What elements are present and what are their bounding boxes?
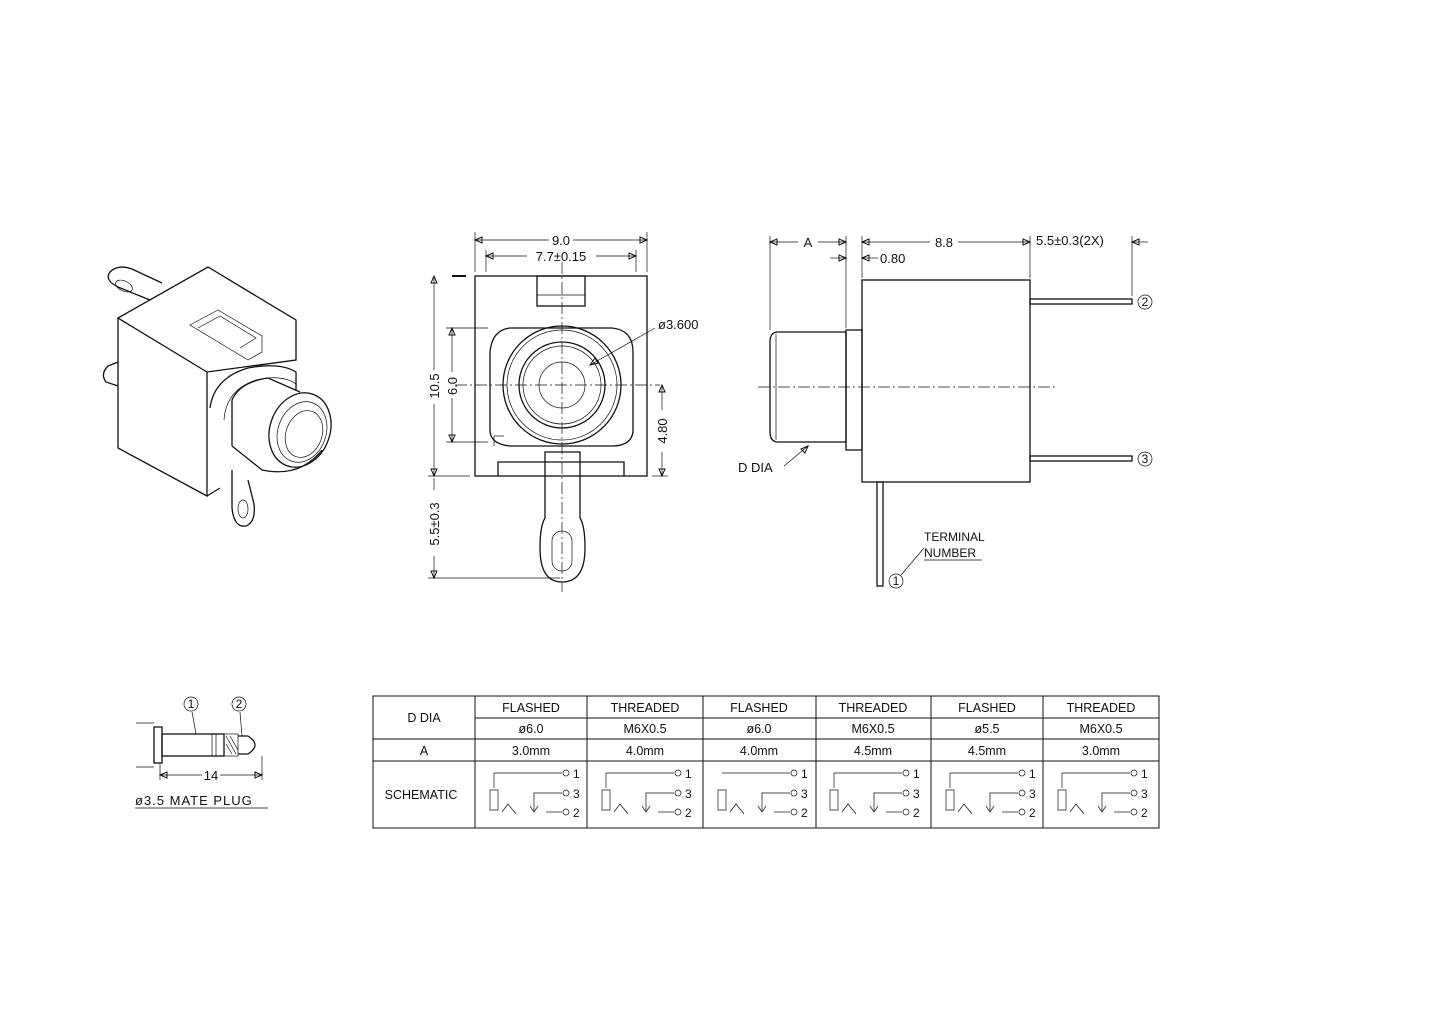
col-3-pin-3: 3: [801, 787, 808, 801]
schematic-col-4: 1 3 2: [829, 767, 920, 820]
schematic-col-5: 1 3 2: [945, 767, 1036, 820]
col-4-finish: THREADED: [839, 701, 908, 715]
d-dia-label: D DIA: [738, 460, 773, 475]
number-label: NUMBER: [924, 546, 976, 560]
height-total-dim: 10.5: [427, 373, 442, 398]
plug-pin-1: 1: [188, 697, 195, 711]
col-5-pin-3: 3: [1029, 787, 1036, 801]
col-4-a: 4.5mm: [854, 744, 892, 758]
col-6-pin-3: 3: [1141, 787, 1148, 801]
col-5-pin-1: 1: [1029, 767, 1036, 781]
col-6-pin-2: 2: [1141, 806, 1148, 820]
col-2-pin-1: 1: [685, 767, 692, 781]
row-label-a: A: [420, 744, 429, 758]
pin-number-2: 2: [1142, 295, 1149, 309]
col-1-pin-1: 1: [573, 767, 580, 781]
col-4-dia: M6X0.5: [851, 722, 894, 736]
col-6-finish: THREADED: [1067, 701, 1136, 715]
plug-pin-2: 2: [236, 697, 243, 711]
col-3-finish: FLASHED: [730, 701, 788, 715]
col-1-pin-2: 2: [573, 806, 580, 820]
width-inner-dim: 7.7±0.15: [536, 249, 587, 264]
schematic-col-3: 1 3 2: [717, 767, 808, 820]
col-4-pin-1: 1: [913, 767, 920, 781]
col-6-dia: M6X0.5: [1079, 722, 1122, 736]
terminal-label: TERMINAL: [924, 530, 985, 544]
col-6-pin-1: 1: [1141, 767, 1148, 781]
col-5-dia: ø5.5: [974, 722, 999, 736]
col-5-a: 4.5mm: [968, 744, 1006, 758]
col-3-dia: ø6.0: [746, 722, 771, 736]
col-2-pin-2: 2: [685, 806, 692, 820]
hole-diameter-dim: ø3.600: [658, 317, 698, 332]
spec-table: D DIA A SCHEMATIC FLASHED THREADED FLASH…: [372, 695, 1160, 829]
col-6-a: 3.0mm: [1082, 744, 1120, 758]
col-1-finish: FLASHED: [502, 701, 560, 715]
width-total-dim: 9.0: [552, 233, 570, 248]
side-view: A 8.8 5.5±0.3(2X) 0.80 D DIA TERMINAL NU…: [738, 233, 1153, 589]
col-5-pin-2: 2: [1029, 806, 1036, 820]
col-1-a: 3.0mm: [512, 744, 550, 758]
col-3-pin-1: 1: [801, 767, 808, 781]
plug-length-dim: 14: [204, 768, 218, 783]
a-dim: A: [804, 235, 813, 250]
lug-length-dim: 5.5±0.3: [427, 502, 442, 545]
pin-number-1: 1: [893, 574, 900, 588]
col-2-pin-3: 3: [685, 787, 692, 801]
flange-dim: 0.80: [880, 251, 905, 266]
col-4-pin-3: 3: [913, 787, 920, 801]
col-1-dia: ø6.0: [518, 722, 543, 736]
col-5-finish: FLASHED: [958, 701, 1016, 715]
mate-plug-drawing: 1 2 14 ø3.5 MATE PLUG: [135, 696, 268, 809]
center-height-dim: 4.80: [655, 418, 670, 443]
col-4-pin-2: 2: [913, 806, 920, 820]
pin-length-dim: 5.5±0.3(2X): [1036, 233, 1104, 248]
pin-number-3: 3: [1142, 452, 1149, 466]
schematic-col-1: 1 3 2: [489, 767, 580, 820]
body-length-dim: 8.8: [935, 235, 953, 250]
schematic-col-6: 1 3 2: [1057, 767, 1148, 820]
schematic-col-2: 1 3 2: [601, 767, 692, 820]
isometric-view: [102, 266, 332, 527]
col-2-a: 4.0mm: [626, 744, 664, 758]
row-label-d-dia: D DIA: [407, 711, 441, 725]
height-inner-dim: 6.0: [445, 377, 460, 395]
col-2-dia: M6X0.5: [623, 722, 666, 736]
col-1-pin-3: 3: [573, 787, 580, 801]
mate-plug-caption: ø3.5 MATE PLUG: [135, 793, 253, 808]
front-view: 9.0 7.7±0.15 ø3.600 10.5 6.0 4.80 5.5±0.…: [427, 232, 698, 592]
row-label-schematic: SCHEMATIC: [385, 788, 458, 802]
col-3-a: 4.0mm: [740, 744, 778, 758]
col-2-finish: THREADED: [611, 701, 680, 715]
col-3-pin-2: 2: [801, 806, 808, 820]
